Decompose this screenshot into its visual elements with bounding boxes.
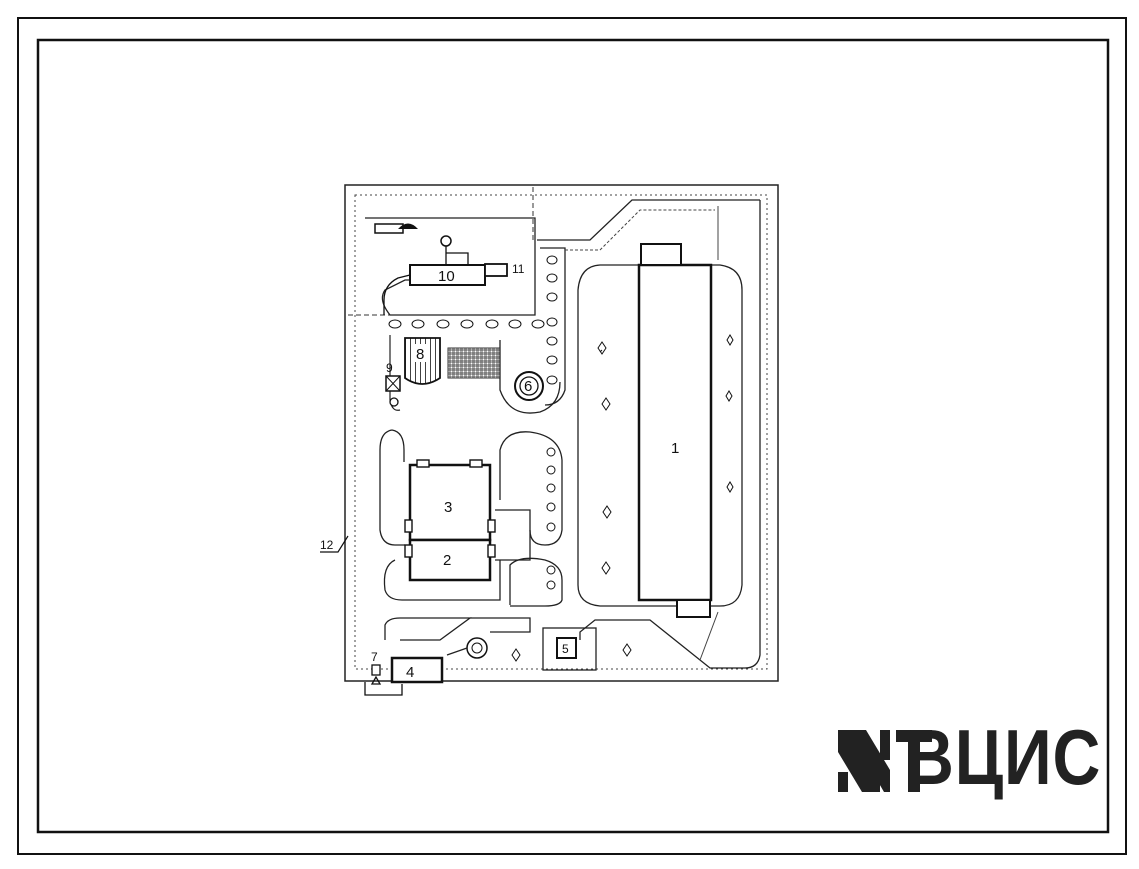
walk-left-3: [379, 429, 405, 546]
building-2-tab-r: [487, 544, 496, 558]
inner-frame: [36, 38, 1110, 834]
outer-frame: [17, 17, 1127, 855]
round-feature: [466, 637, 488, 659]
leader-12: [320, 535, 349, 553]
label-12: 12: [320, 538, 334, 552]
label-1: 1: [671, 440, 679, 457]
building-3-tab-r: [487, 519, 496, 533]
label-11: 11: [512, 262, 525, 276]
shrub-column: [546, 255, 558, 385]
label-7: 7: [371, 650, 378, 664]
label-6: 6: [524, 378, 532, 395]
label-9: 9: [386, 361, 393, 375]
shrub-column-lower: [546, 447, 556, 590]
building-3-tab-tr: [469, 459, 483, 468]
diagonal-boundary: [537, 199, 760, 241]
label-3: 3: [444, 499, 452, 516]
building-3: [408, 463, 492, 542]
label-2: 2: [443, 552, 451, 569]
building-9-cross: [385, 375, 401, 392]
building-5-pad: [542, 627, 597, 671]
building-1-annex-top: [640, 243, 682, 266]
building-2-tab-l: [404, 544, 413, 558]
loop-right-3: [499, 431, 563, 546]
building-3-tab-tl: [416, 459, 430, 468]
building-7: [371, 664, 381, 676]
walk-to-4: [446, 647, 468, 656]
tower-10-stem: [445, 246, 469, 265]
tree-symbols: [511, 334, 734, 662]
walk-around-2: [383, 559, 501, 601]
round-feature-inner: [471, 642, 483, 654]
lower-walk: [384, 617, 472, 641]
building-1-annex-bottom: [676, 599, 711, 618]
building-1: [637, 263, 713, 602]
connector-2-3: [495, 509, 531, 561]
hatched-area: [447, 347, 501, 379]
inner-fence: [354, 194, 768, 670]
label-10: 10: [438, 268, 455, 285]
lower-walk-2: [470, 617, 531, 633]
label-4: 4: [406, 664, 414, 681]
shrub-row: [388, 319, 545, 329]
label-8: 8: [416, 346, 424, 363]
outer-road-right: [579, 200, 761, 669]
loop-right-2: [509, 557, 563, 607]
site-boundary: [344, 184, 779, 682]
building-5: [556, 637, 577, 659]
logo-text: ВЦИС: [906, 713, 1102, 801]
building-8-label-box: [414, 344, 430, 362]
pipe-10: [383, 274, 411, 315]
building-11: [484, 263, 508, 277]
walkway-right-of-yard: [540, 247, 566, 406]
loop-6: [499, 340, 561, 414]
logo-mark-icon: [838, 730, 932, 792]
building-4: [390, 656, 444, 684]
label-5: 5: [562, 642, 569, 656]
entrance-7: [364, 675, 403, 696]
building-2: [408, 538, 492, 582]
walk-left-3-inner: [391, 429, 405, 462]
inner-road-right: [699, 206, 719, 661]
building-6-inner: [519, 376, 539, 396]
building-3-tab-l: [404, 519, 413, 533]
tower-10: [440, 235, 452, 247]
building-9-well: [389, 397, 399, 407]
service-yard: [365, 217, 536, 316]
diagonal-boundary-inner: [565, 209, 715, 251]
yard-gate-mark: [398, 223, 418, 229]
walkway-around-1: [577, 264, 743, 607]
